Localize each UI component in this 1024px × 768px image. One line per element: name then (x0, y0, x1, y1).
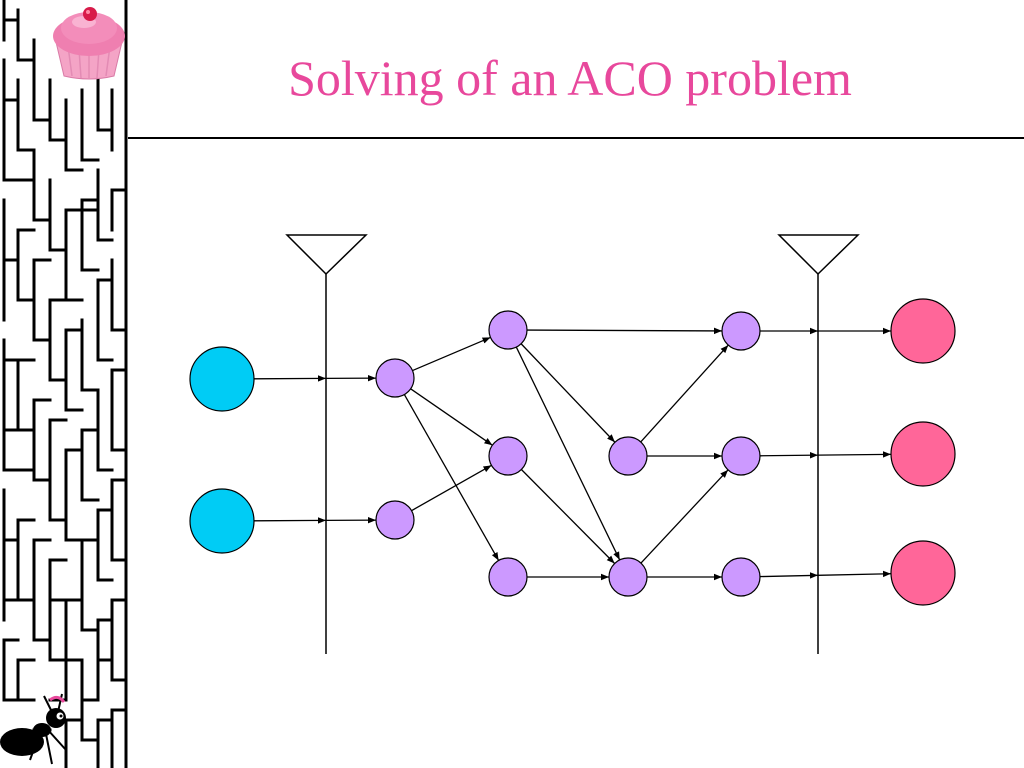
left-probe (285, 234, 368, 654)
edge-b2-c2 (520, 469, 616, 564)
cupcake-icon (53, 7, 125, 80)
edge-c2-d2 (640, 469, 729, 564)
edge-a1-b3 (403, 394, 500, 561)
edge-d2-t2-segment-1 (759, 452, 819, 459)
edge-b1-c2 (515, 346, 621, 561)
title-underline (128, 137, 1024, 139)
edge-d3-t3-segment-2 (817, 570, 892, 578)
edge-b1-d1 (526, 327, 723, 335)
sink-node-t3 (890, 540, 956, 606)
source-node-s1 (189, 346, 255, 412)
edge-d3-t3-segment-1 (759, 572, 819, 579)
internal-node-a1 (375, 358, 415, 398)
edge-a1-b1 (412, 336, 491, 372)
right-probe-triangle (777, 234, 860, 276)
internal-node-c1 (608, 436, 648, 476)
internal-node-b3 (488, 557, 528, 597)
maze-decoration (0, 0, 128, 768)
internal-node-d2 (721, 436, 761, 476)
internal-node-a2 (375, 500, 415, 540)
internal-node-b2 (488, 436, 528, 476)
sink-node-t2 (890, 421, 956, 487)
source-node-s2 (189, 488, 255, 554)
edge-d2-t2-segment-2 (817, 451, 892, 458)
right-probe (777, 234, 860, 654)
nodes (189, 298, 956, 606)
edge-c1-d1 (640, 344, 729, 443)
ant-icon (0, 693, 67, 765)
internal-node-c2 (608, 557, 648, 597)
slide-title: Solving of an ACO problem (288, 50, 852, 106)
left-probe-triangle (285, 234, 368, 276)
edge-a1-b2 (410, 388, 493, 446)
edges (253, 327, 892, 581)
internal-node-d3 (721, 557, 761, 597)
edge-b1-c1 (520, 343, 616, 443)
internal-node-b1 (488, 310, 528, 350)
edge-a2-b2 (411, 464, 492, 512)
sink-node-t1 (890, 298, 956, 364)
internal-node-d1 (721, 311, 761, 351)
